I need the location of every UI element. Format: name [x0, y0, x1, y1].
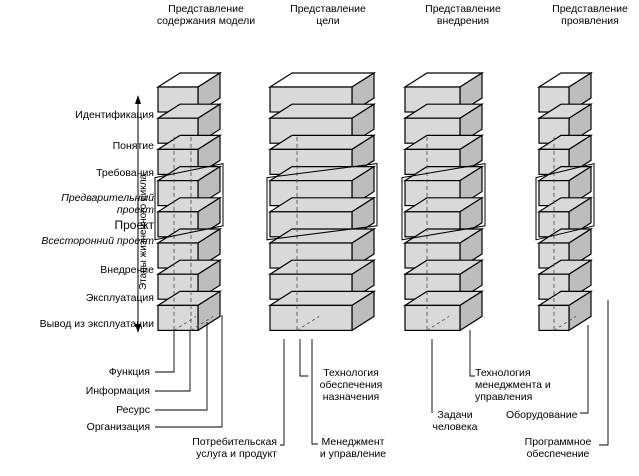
leader-consumer-service [280, 339, 285, 446]
axis-label: Этапы жизненного цикла [138, 173, 149, 290]
col-implementation-dashed-diag-0 [426, 316, 450, 331]
header-implementation: Представление внедрения [425, 3, 501, 27]
label-management-technology: Технология менеджмента и управления [475, 367, 551, 403]
leader-organization [155, 315, 223, 428]
col-model-highlight-0 [154, 162, 224, 241]
label-information: Информация [85, 385, 150, 397]
header-model-content: Представление содержания модели [156, 3, 256, 27]
col-purpose-highlight-0 [266, 163, 378, 241]
label-resource: Ресурс [116, 404, 150, 416]
col-manifestation-dashed-diag-0 [553, 316, 577, 331]
stage-requirements: Требования [96, 167, 154, 179]
leader-software [599, 300, 609, 446]
label-consumer-service: Потребительская услуга и продукт [192, 436, 277, 460]
header-manifestation: Представление проявления [552, 3, 628, 27]
label-function: Функция [108, 366, 150, 378]
stage-concept: Понятие [112, 140, 154, 152]
col-model-front-face-7 [157, 304, 199, 331]
lifecycle-axis-arrow-bottom [135, 324, 141, 333]
col-implementation-front-face-7 [404, 304, 461, 331]
header-purpose: Представление цели [290, 3, 366, 27]
stage-design: Проект [114, 218, 154, 232]
stage-operation: Эксплуатация [85, 292, 154, 304]
leader-function [155, 330, 175, 373]
col-implementation-highlight-0 [401, 163, 486, 241]
stage-preliminary-design: Предварительный проект [61, 192, 154, 216]
label-organization: Организация [86, 421, 150, 433]
leader-information [155, 330, 191, 392]
leader-resource [155, 322, 208, 411]
col-purpose-dashed-diag-0 [296, 316, 320, 331]
stage-identification: Идентификация [75, 109, 154, 121]
lifecycle-axis-arrow-top [135, 95, 141, 104]
col-manifestation-highlight-0 [535, 162, 595, 241]
stage-detailed-design: Всесторонний проект [41, 235, 154, 247]
leader-equipment [580, 325, 589, 414]
label-human-tasks: Задачи человека [432, 409, 478, 433]
label-management-control: Менеджмент и управление [319, 436, 387, 460]
col-model-dashed-diag-0 [173, 316, 197, 331]
label-software: Программное обеспечение [524, 436, 592, 460]
leader-management-technology [469, 330, 475, 377]
stage-decommission: Вывод из эксплуатации [39, 318, 154, 330]
leader-management-control [311, 339, 318, 445]
col-model-dashed-diag-1 [190, 316, 214, 331]
label-mission-technology: Технология обеспечения назначения [319, 367, 383, 403]
col-purpose-front-face-7 [269, 304, 353, 331]
label-equipment: Оборудование [506, 409, 578, 421]
stage-implementation: Внедрение [100, 264, 154, 276]
leader-mission-technology [299, 339, 308, 377]
